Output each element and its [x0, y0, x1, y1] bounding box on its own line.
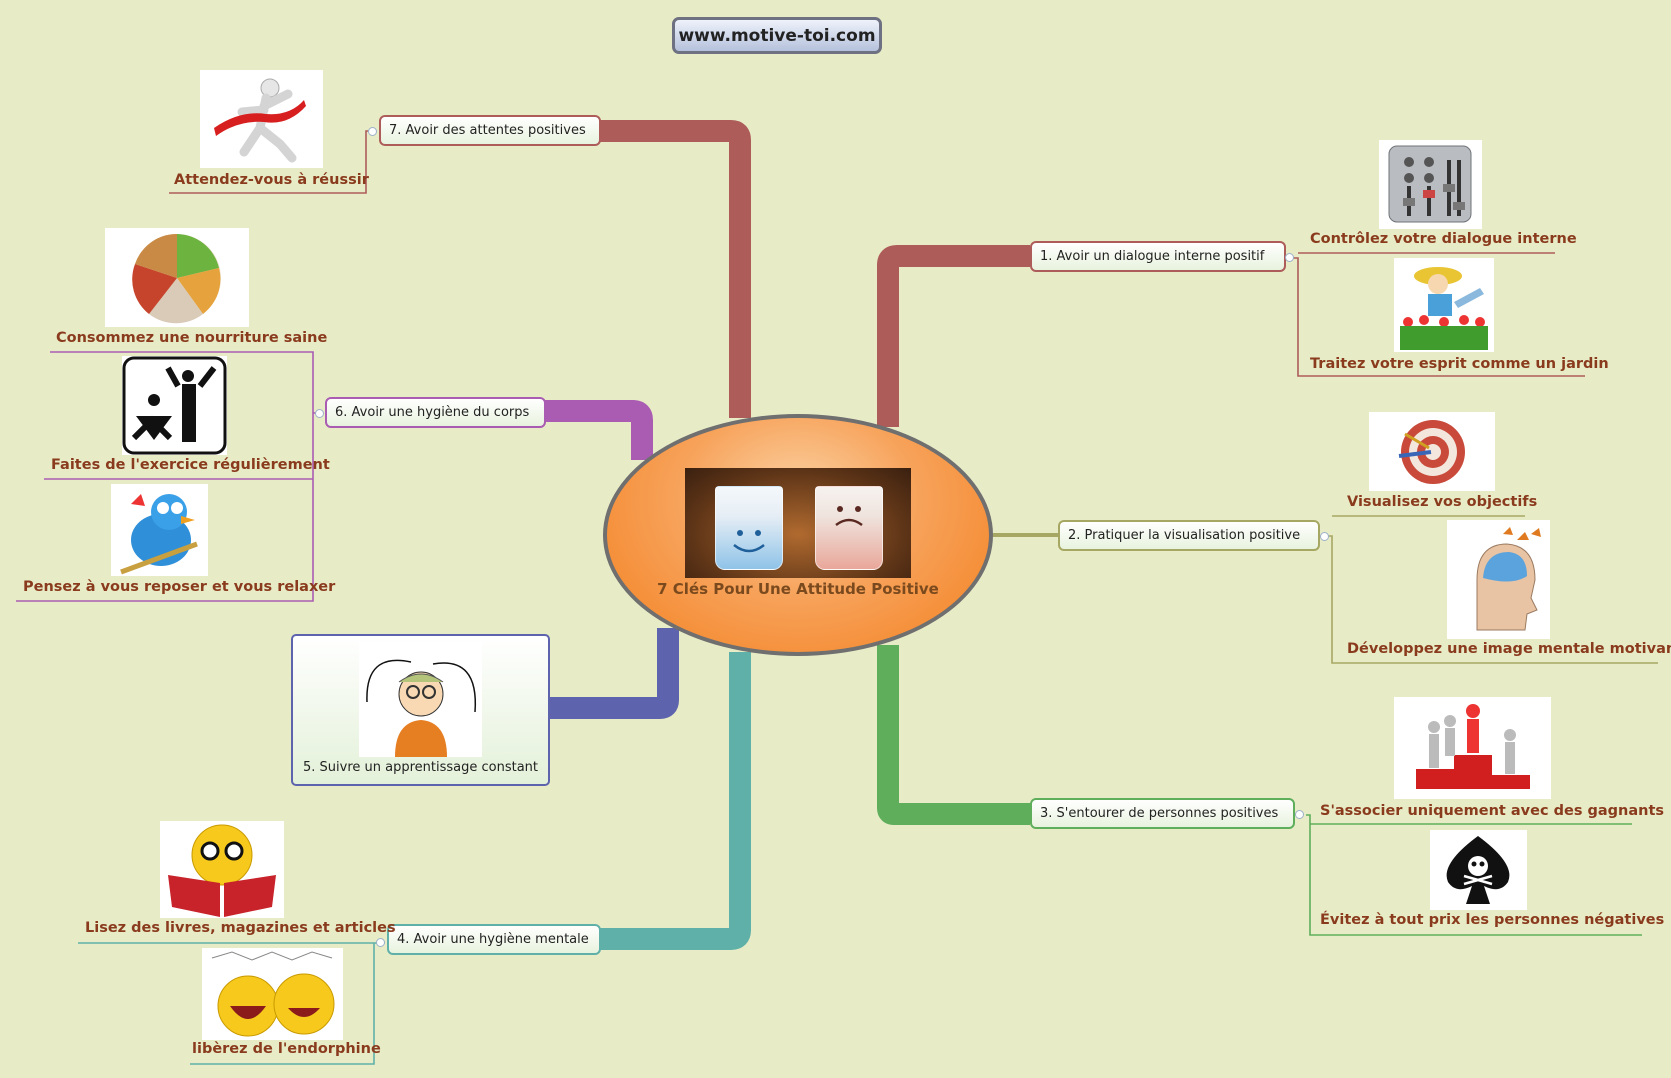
branch-node-7[interactable]: 7. Avoir des attentes positives — [379, 115, 601, 146]
branch-node-1[interactable]: 1. Avoir un dialogue interne positif — [1030, 241, 1286, 272]
branch-label-5: 5. Suivre un apprentissage constant — [302, 760, 538, 775]
glass-half-full-image — [685, 468, 911, 578]
head-butterflies-image — [1447, 520, 1550, 639]
branch-node-6[interactable]: 6. Avoir une hygiène du corps — [325, 397, 546, 428]
connector-branch-4 — [600, 652, 751, 950]
collapse-toggle-icon[interactable] — [1320, 532, 1329, 541]
leaf-4-2[interactable]: libèrez de l'endorphine — [192, 1041, 381, 1057]
collapse-toggle-icon[interactable] — [315, 409, 324, 418]
leaf-3-2[interactable]: Évitez à tout prix les personnes négativ… — [1320, 912, 1671, 928]
laughing-smileys-image — [202, 948, 343, 1040]
healthy-food-image — [105, 228, 249, 327]
leaf-bracket-1 — [1290, 252, 1585, 377]
leaf-7-1[interactable]: Attendez-vous à réussir — [174, 172, 369, 188]
sad-glass-icon — [815, 486, 883, 570]
collapse-toggle-icon[interactable] — [1285, 253, 1294, 262]
connector-branch-6 — [544, 400, 653, 460]
leaf-4-1[interactable]: Lisez des livres, magazines et articles — [85, 920, 396, 936]
leaf-bracket-3 — [1306, 814, 1642, 936]
leaf-6-2[interactable]: Faites de l'exercice régulièrement — [51, 457, 330, 473]
connector-branch-5 — [548, 628, 679, 719]
leaf-1-2[interactable]: Traitez votre esprit comme un jardin — [1310, 356, 1609, 372]
connector-branch-1 — [877, 245, 1030, 427]
leaf-bracket-2 — [1326, 515, 1658, 664]
connector-branch-7 — [600, 120, 751, 418]
branch-node-2[interactable]: 2. Pratiquer la visualisation positive — [1058, 520, 1320, 551]
leaf-2-2[interactable]: Développez une image mentale motivante — [1347, 641, 1671, 657]
reading-smiley-image — [160, 821, 284, 918]
winners-podium-image — [1394, 697, 1551, 799]
collapse-toggle-icon[interactable] — [1295, 810, 1304, 819]
exercise-sign-image — [122, 356, 227, 455]
leaf-3-1[interactable]: S'associer uniquement avec des gagnants — [1320, 803, 1665, 819]
central-topic-title: 7 Clés Pour Une Attitude Positive — [657, 580, 939, 598]
collapse-toggle-icon[interactable] — [368, 127, 377, 136]
website-url-box[interactable]: www.motive-toi.com — [672, 17, 882, 54]
relaxing-bird-image — [111, 484, 208, 576]
learner-head-image — [359, 642, 482, 757]
happy-glass-icon — [715, 486, 783, 570]
leaf-1-1[interactable]: Contrôlez votre dialogue interne — [1310, 231, 1577, 247]
runner-finish-image — [200, 70, 323, 168]
branch-node-3[interactable]: 3. S'entourer de personnes positives — [1030, 798, 1295, 829]
gardener-image — [1394, 258, 1494, 352]
leaf-6-1[interactable]: Consommez une nourriture saine — [56, 330, 328, 346]
mixer-sliders-image — [1379, 140, 1482, 229]
connector-branch-3 — [877, 645, 1030, 825]
collapse-toggle-icon[interactable] — [376, 938, 385, 947]
leaf-6-3[interactable]: Pensez à vous reposer et vous relaxer — [23, 579, 336, 595]
leaf-2-1[interactable]: Visualisez vos objectifs — [1347, 494, 1538, 510]
branch-node-4[interactable]: 4. Avoir une hygiène mentale — [387, 924, 601, 955]
skull-spade-image — [1430, 830, 1527, 910]
target-darts-image — [1369, 412, 1495, 491]
